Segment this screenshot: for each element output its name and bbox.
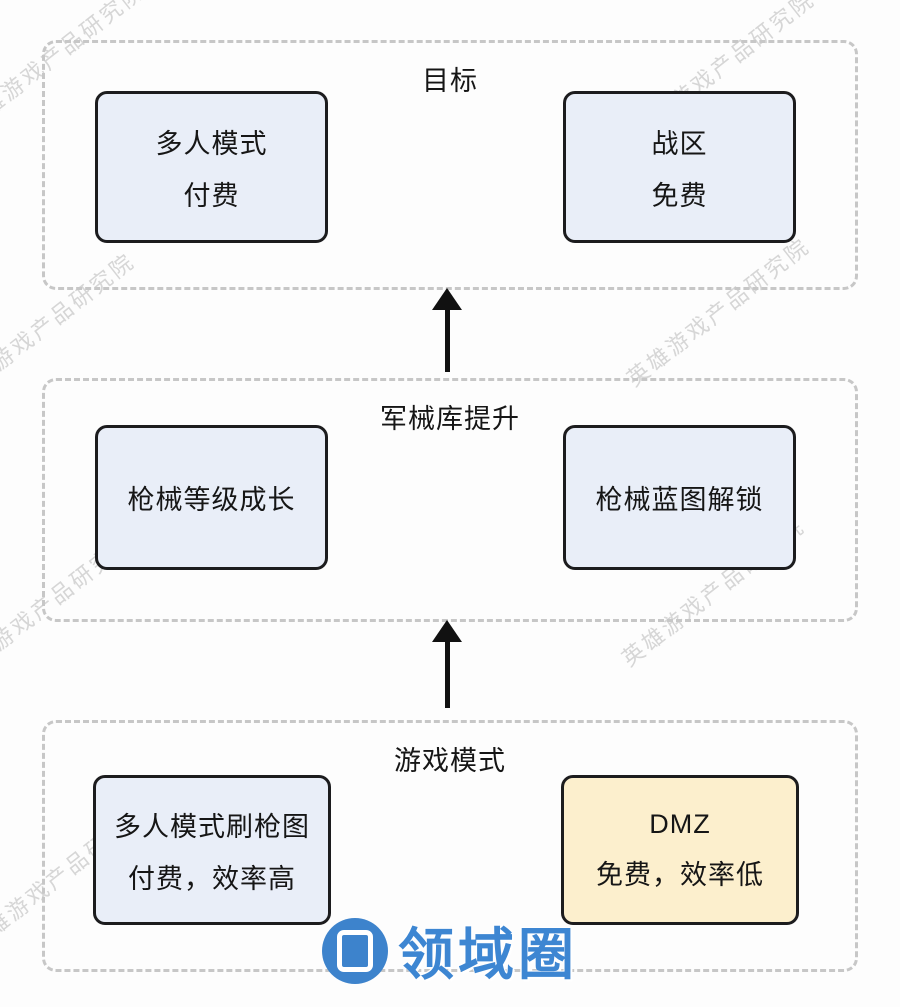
arrow-up-icon: [432, 620, 462, 708]
node-gun-level-growth: 枪械等级成长: [95, 425, 328, 570]
brand-logo: 领域圈: [0, 910, 900, 991]
node-multiplayer-paid: 多人模式 付费: [95, 91, 328, 243]
arrow-shaft: [444, 310, 450, 372]
node-label-line: 免费: [651, 180, 708, 211]
brand-logo-icon: [322, 917, 388, 984]
screen-glyph-icon: [337, 929, 373, 972]
node-label-line: 战区: [651, 128, 708, 159]
node-label-line: 多人模式刷枪图: [114, 811, 310, 842]
node-label-line: 枪械等级成长: [127, 485, 296, 515]
section-armory-title: 军械库提升: [380, 404, 520, 434]
node-label-line: 免费，效率低: [596, 859, 764, 890]
arrow-up-icon: [432, 288, 462, 372]
node-label-line: 多人模式: [155, 128, 268, 159]
node-gun-blueprint-unlock: 枪械蓝图解锁: [563, 425, 796, 570]
node-multiplayer-grind: 多人模式刷枪图 付费，效率高: [93, 775, 331, 925]
node-label-line: DMZ: [649, 808, 711, 839]
section-game-modes: 游戏模式 多人模式刷枪图 付费，效率高 DMZ 免费，效率低: [42, 720, 858, 972]
node-label-line: 付费: [183, 180, 240, 211]
node-label-line: 枪械蓝图解锁: [595, 485, 764, 515]
brand-logo-text: 领域圈: [398, 923, 578, 986]
node-warzone-free: 战区 免费: [563, 91, 796, 243]
node-label-line: 付费，效率高: [128, 863, 296, 894]
section-game-modes-title: 游戏模式: [394, 746, 506, 776]
arrow-shaft: [444, 642, 450, 708]
arrow-head-icon: [432, 620, 462, 642]
section-armory: 军械库提升 枪械等级成长 枪械蓝图解锁: [42, 378, 858, 622]
section-goal: 目标 多人模式 付费 战区 免费: [42, 40, 858, 290]
section-goal-title: 目标: [422, 66, 478, 96]
node-dmz: DMZ 免费，效率低: [561, 775, 799, 925]
arrow-head-icon: [432, 288, 462, 310]
